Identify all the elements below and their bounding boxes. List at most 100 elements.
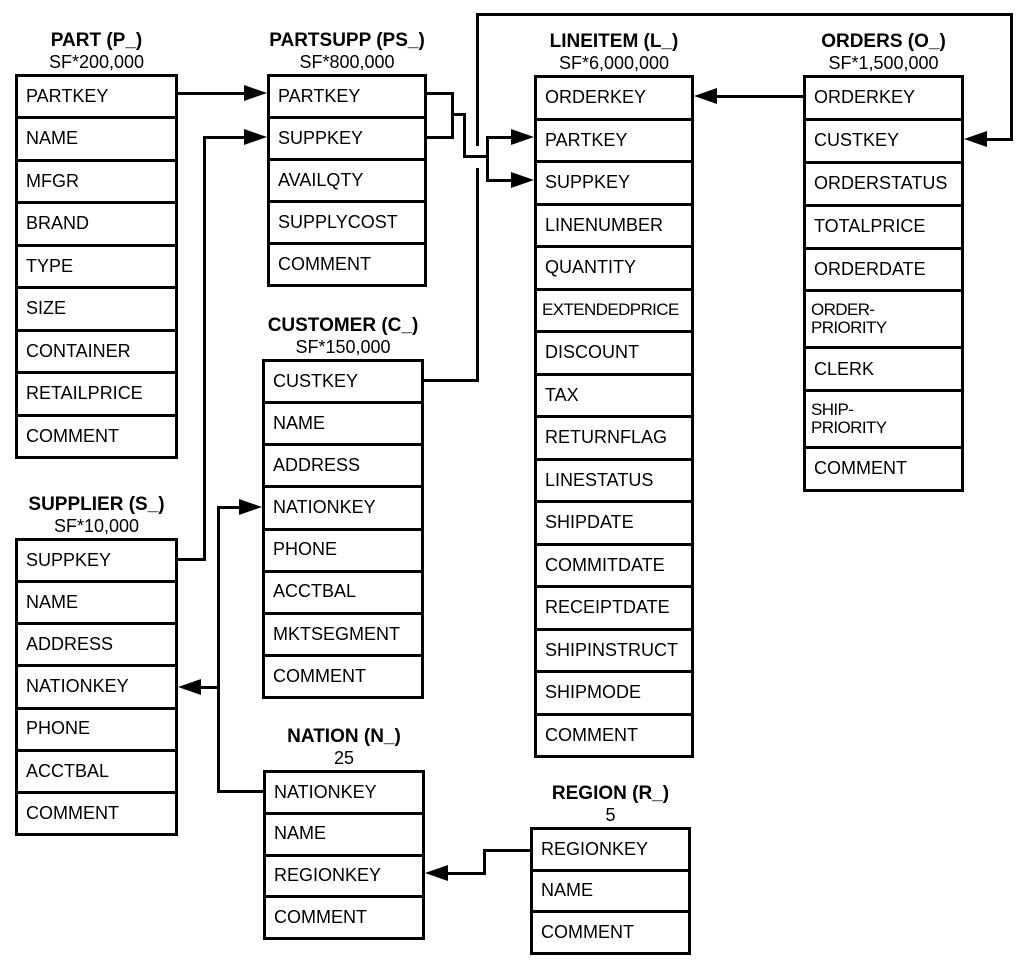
connector-segment-region-to-nation [446,872,485,875]
table-title-nation: NATION (N_) [287,726,401,747]
column-name: NAME [265,401,421,443]
connector-segment-partsupp-to-lineitem [427,136,454,139]
connector-segment-customer-to-orders [476,13,479,146]
connector-segment-supplier-to-partsupp [203,136,206,561]
column-regionkey: REGIONKEY [541,838,649,859]
column-supplycost: SUPPLYCOST [270,200,424,242]
column-availqty: AVAILQTY [270,158,424,200]
column-orderpriority: ORDER- PRIORITY [806,289,961,346]
column-mfgr: MFGR [18,158,175,201]
column-size: SIZE [18,286,175,328]
column-orderkey: ORDERKEY [814,87,916,108]
connector-segment-part-to-partsupp [178,92,246,95]
connector-segment-customer-to-orders [1010,13,1013,141]
column-regionkey: REGIONKEY [266,853,422,896]
connector-segment-nation-to-customer-supplier [199,686,220,689]
column-partkey: PARTKEY [278,85,361,106]
column-nationkey: NATIONKEY [18,664,175,706]
column-comment: COMMENT [266,895,422,937]
column-receiptdate: RECEIPTDATE [537,585,691,628]
column-container: CONTAINER [18,328,175,371]
arrowhead-icon-supplier-to-partsupp [244,129,267,145]
connector-segment-customer-to-orders [476,13,1013,16]
column-name: NAME [18,116,175,158]
connector-segment-partsupp-to-lineitem [466,155,488,158]
connector-segment-partsupp-to-lineitem [486,179,511,182]
column-suppkey: SUPPKEY [537,160,691,203]
connector-segment-customer-to-orders [476,168,479,382]
arrowhead-icon-orders-to-lineitem [694,88,717,104]
table-title-lineitem: LINEITEM (L_) [549,31,679,52]
connector-segment-region-to-nation [483,849,530,852]
column-phone: PHONE [18,706,175,749]
connector-segment-partsupp-to-lineitem [427,92,454,95]
connector-segment-partsupp-to-lineitem [486,137,489,182]
table-cardinality-customer: SF*150,000 [295,337,391,357]
connector-segment-orders-to-lineitem [715,95,803,98]
column-suppkey: SUPPKEY [26,549,112,570]
table-title-partsupp: PARTSUPP (PS_) [269,30,425,51]
column-shipmode: SHIPMODE [537,670,691,713]
column-linenumber: LINENUMBER [537,202,691,246]
table-cardinality-nation: 25 [333,748,355,768]
table-title-part: PART (P_) [50,30,143,51]
column-type: TYPE [18,243,175,286]
column-comment: COMMENT [270,242,424,284]
column-custkey: CUSTKEY [806,117,961,161]
arrowhead-icon-customer-to-orders [964,131,987,147]
column-phone: PHONE [265,527,421,570]
arrowhead-icon-nation-to-customer-supplier [239,499,262,515]
arrowhead-icon-partsupp-to-lineitem [511,172,534,188]
connector-segment-supplier-to-partsupp [206,136,246,139]
column-mktsegment: MKTSEGMENT [265,611,421,654]
arrowhead-icon-partsupp-to-lineitem [511,129,534,145]
table-cardinality-lineitem: SF*6,000,000 [558,53,670,73]
table-cardinality-region: 5 [605,805,616,825]
column-name: NAME [18,580,175,622]
column-comment: COMMENT [537,712,691,756]
column-quantity: QUANTITY [537,245,691,288]
table-title-supplier: SUPPLIER (S_) [28,494,165,515]
connector-segment-customer-to-orders [424,379,479,382]
table-cardinality-orders: SF*1,500,000 [828,53,939,73]
column-brand: BRAND [18,201,175,243]
column-nationkey: NATIONKEY [274,781,377,802]
column-shipinstruct: SHIPINSTRUCT [537,627,691,671]
column-discount: DISCOUNT [537,330,691,373]
column-nationkey: NATIONKEY [265,485,421,527]
column-extendedprice: EXTENDEDPRICE [537,287,691,331]
connector-segment-nation-to-customer-supplier [217,790,263,793]
column-shipdate: SHIPDATE [537,500,691,543]
column-linestatus: LINESTATUS [537,457,691,501]
connector-segment-supplier-to-partsupp [178,558,205,561]
column-retailprice: RETAILPRICE [18,371,175,413]
connector-segment-customer-to-orders [985,138,1013,141]
column-partkey: PARTKEY [26,86,109,106]
connector-segment-partsupp-to-lineitem [454,113,466,116]
column-comment: COMMENT [806,446,961,489]
column-comment: COMMENT [18,790,175,833]
arrowhead-icon-part-to-partsupp [244,85,267,101]
column-suppkey: SUPPKEY [270,116,424,158]
column-orderdate: ORDERDATE [806,246,961,290]
column-totalprice: TOTALPRICE [806,203,961,247]
arrowhead-icon-nation-to-customer-supplier [178,679,201,695]
table-title-region: REGION (R_) [551,783,670,804]
column-name: NAME [266,811,422,854]
column-orderstatus: ORDERSTATUS [806,160,961,204]
column-shippriority: SHIP- PRIORITY [806,389,961,446]
